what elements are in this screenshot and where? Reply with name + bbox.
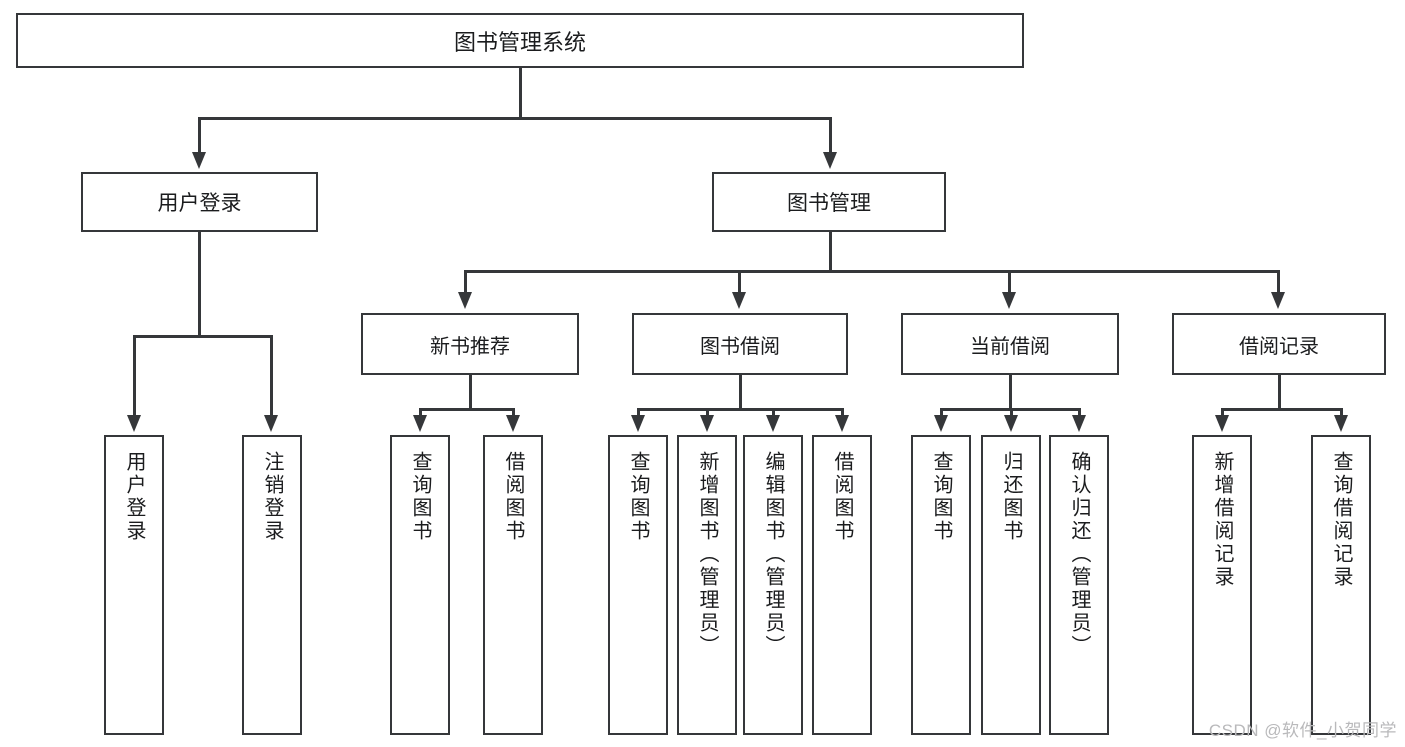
leaf-query-book-new[interactable]: 查询图书 bbox=[390, 435, 450, 735]
node-label: 借阅图书 bbox=[502, 451, 524, 543]
leaf-return-book[interactable]: 归还图书 bbox=[981, 435, 1041, 735]
connector-to-borrow-record bbox=[1277, 270, 1280, 295]
arrow-borrow-leaf-3 bbox=[766, 415, 780, 432]
connector-borrow-leaf-1 bbox=[637, 408, 640, 420]
leaf-borrow-book[interactable]: 借阅图书 bbox=[812, 435, 872, 735]
leaf-add-borrow-record[interactable]: 新增借阅记录 bbox=[1192, 435, 1252, 735]
arrow-new-book-leaf-1 bbox=[413, 415, 427, 432]
arrow-to-new-book bbox=[458, 292, 472, 309]
connector-to-current-borrow bbox=[1008, 270, 1011, 295]
node-label: 新增借阅记录 bbox=[1211, 451, 1233, 589]
connector-to-borrow bbox=[738, 270, 741, 295]
connector-new-book-bus bbox=[419, 408, 514, 411]
connector-current-borrow-bus bbox=[940, 408, 1079, 411]
node-label: 新增图书（管理员） bbox=[696, 451, 718, 658]
node-root-system[interactable]: 图书管理系统 bbox=[16, 13, 1024, 68]
connector-to-new-book bbox=[464, 270, 467, 295]
node-borrow-record[interactable]: 借阅记录 bbox=[1172, 313, 1386, 375]
connector-new-book-leaf-2 bbox=[512, 408, 515, 420]
arrow-to-borrow-record bbox=[1271, 292, 1285, 309]
connector-borrow-leaf-4 bbox=[841, 408, 844, 420]
arrow-to-book-mgmt bbox=[823, 152, 837, 169]
node-label: 用户登录 bbox=[123, 451, 145, 543]
connector-to-book-mgmt bbox=[829, 117, 832, 155]
arrow-current-leaf-1 bbox=[934, 415, 948, 432]
connector-root-bus bbox=[198, 117, 831, 120]
node-label: 借阅图书 bbox=[831, 451, 853, 543]
arrow-new-book-leaf-2 bbox=[506, 415, 520, 432]
arrow-borrow-leaf-4 bbox=[835, 415, 849, 432]
leaf-borrow-book-new[interactable]: 借阅图书 bbox=[483, 435, 543, 735]
connector-user-login-bus bbox=[133, 335, 271, 338]
leaf-user-login[interactable]: 用户登录 bbox=[104, 435, 164, 735]
arrow-to-user-login bbox=[192, 152, 206, 169]
leaf-add-book-admin[interactable]: 新增图书（管理员） bbox=[677, 435, 737, 735]
node-label: 查询图书 bbox=[930, 451, 952, 543]
node-label: 确认归还（管理员） bbox=[1068, 451, 1090, 658]
node-book-management[interactable]: 图书管理 bbox=[712, 172, 946, 232]
connector-record-leaf-2 bbox=[1340, 408, 1343, 420]
connector-current-leaf-2 bbox=[1010, 408, 1013, 420]
leaf-edit-book-admin[interactable]: 编辑图书（管理员） bbox=[743, 435, 803, 735]
node-current-borrow[interactable]: 当前借阅 bbox=[901, 313, 1119, 375]
leaf-query-borrow-record[interactable]: 查询借阅记录 bbox=[1311, 435, 1371, 735]
connector-borrow-leaf-3 bbox=[772, 408, 775, 420]
arrow-record-leaf-1 bbox=[1215, 415, 1229, 432]
node-label: 借阅记录 bbox=[1239, 335, 1319, 358]
connector-borrow-leaf-2 bbox=[706, 408, 709, 420]
connector-current-borrow-stem bbox=[1009, 375, 1012, 408]
arrow-to-borrow bbox=[732, 292, 746, 309]
leaf-query-book-borrow[interactable]: 查询图书 bbox=[608, 435, 668, 735]
connector-record-leaf-1 bbox=[1221, 408, 1224, 420]
connector-new-book-stem bbox=[469, 375, 472, 408]
arrow-record-leaf-2 bbox=[1334, 415, 1348, 432]
node-label: 新书推荐 bbox=[430, 335, 510, 358]
connector-user-login-leaf-2 bbox=[270, 335, 273, 418]
node-book-borrow[interactable]: 图书借阅 bbox=[632, 313, 848, 375]
connector-record-stem bbox=[1278, 375, 1281, 408]
leaf-user-logout[interactable]: 注销登录 bbox=[242, 435, 302, 735]
connector-record-bus bbox=[1221, 408, 1341, 411]
connector-book-mgmt-bus bbox=[464, 270, 1278, 273]
leaf-query-book-current[interactable]: 查询图书 bbox=[911, 435, 971, 735]
connector-root-stem bbox=[519, 68, 522, 119]
node-label: 图书管理 bbox=[787, 192, 871, 215]
connector-borrow-stem bbox=[739, 375, 742, 408]
leaf-confirm-return-admin[interactable]: 确认归还（管理员） bbox=[1049, 435, 1109, 735]
connector-borrow-bus bbox=[637, 408, 843, 411]
node-new-book-recommend[interactable]: 新书推荐 bbox=[361, 313, 579, 375]
connector-new-book-leaf-1 bbox=[419, 408, 422, 420]
node-label: 查询借阅记录 bbox=[1330, 451, 1352, 589]
arrow-borrow-leaf-1 bbox=[631, 415, 645, 432]
node-label: 归还图书 bbox=[1000, 451, 1022, 543]
arrow-current-leaf-3 bbox=[1072, 415, 1086, 432]
connector-book-mgmt-stem bbox=[829, 232, 832, 270]
arrow-user-login-leaf-2 bbox=[264, 415, 278, 432]
arrow-user-login-leaf-1 bbox=[127, 415, 141, 432]
arrow-borrow-leaf-2 bbox=[700, 415, 714, 432]
connector-to-user-login bbox=[198, 117, 201, 155]
node-label: 编辑图书（管理员） bbox=[762, 451, 784, 658]
node-label: 查询图书 bbox=[409, 451, 431, 543]
connector-user-login-stem bbox=[198, 232, 201, 335]
node-user-login[interactable]: 用户登录 bbox=[81, 172, 318, 232]
connector-current-leaf-1 bbox=[940, 408, 943, 420]
arrow-to-current-borrow bbox=[1002, 292, 1016, 309]
watermark-text: CSDN @软件_小贺同学 bbox=[1208, 721, 1397, 740]
connector-current-leaf-3 bbox=[1078, 408, 1081, 420]
node-label: 图书管理系统 bbox=[453, 29, 586, 55]
connector-user-login-leaf-1 bbox=[133, 335, 136, 418]
arrow-current-leaf-2 bbox=[1004, 415, 1018, 432]
node-label: 注销登录 bbox=[261, 451, 283, 543]
node-label: 查询图书 bbox=[627, 451, 649, 543]
node-label: 图书借阅 bbox=[700, 335, 780, 358]
node-label: 当前借阅 bbox=[970, 335, 1050, 358]
node-label: 用户登录 bbox=[157, 192, 242, 215]
